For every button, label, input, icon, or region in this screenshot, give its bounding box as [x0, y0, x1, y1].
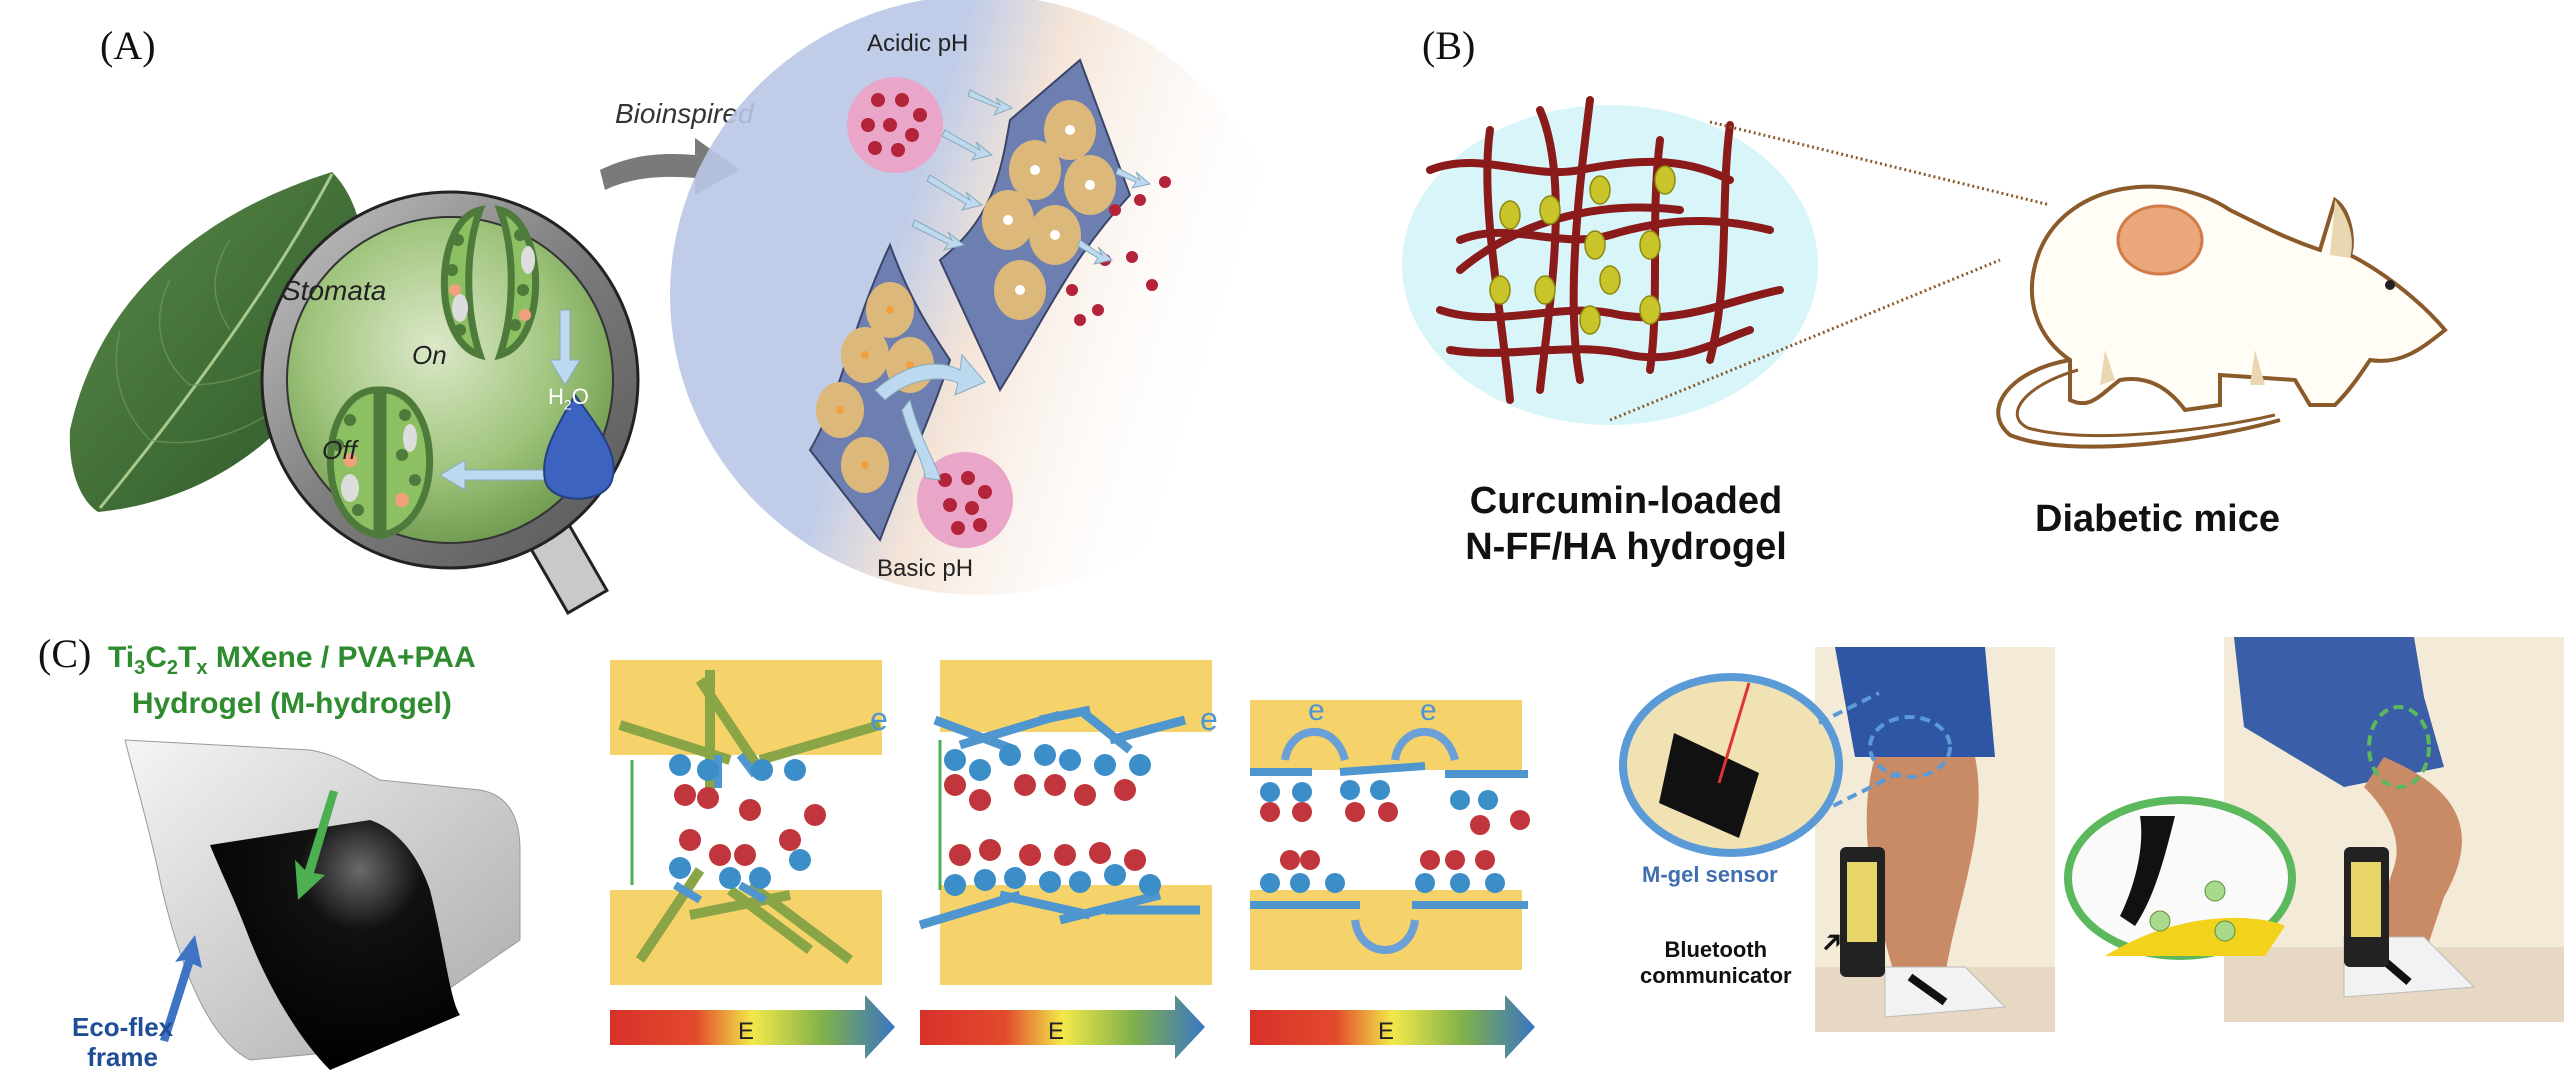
anions: [669, 754, 811, 889]
electron-label-3: e: [1308, 694, 1325, 727]
ecoflex-arrow: [160, 935, 202, 1042]
efield-label-1: E: [738, 1018, 754, 1045]
water-formula-label: H2O: [548, 384, 589, 412]
stomata-label: Stomata: [282, 275, 387, 306]
bluetooth-label: Bluetooth communicator: [1640, 937, 1792, 989]
panel-c-label: (C): [38, 631, 92, 676]
acidic-ph-label: Acidic pH: [867, 30, 969, 57]
ph-responsive-scene: [670, 0, 1290, 595]
electron-label-1: e: [870, 701, 888, 737]
title-subx: x: [196, 657, 208, 679]
hydrogel-label-line2: N-FF/HA hydrogel: [1465, 526, 1787, 568]
diabetic-mice-label: Diabetic mice: [2035, 498, 2280, 540]
sensor-zoom-circle-green: [2064, 796, 2296, 960]
mxene-title-line1: Ti3C2Tx MXene / PVA+PAA: [108, 640, 476, 686]
ecoflex-label: Eco-flex frame: [72, 1012, 173, 1072]
efield-arrow-2: [920, 995, 1205, 1059]
arrow-open-to-water: [549, 309, 581, 386]
mouse-body: [2030, 184, 2448, 413]
water-h: H: [548, 384, 564, 409]
mhydrogel-arrow: [295, 790, 338, 900]
drug-reservoir-acidic: [847, 77, 943, 173]
hydrogel-label-line1: Curcumin-loaded: [1469, 480, 1783, 522]
mgel-sensor-label: M-gel sensor: [1642, 862, 1778, 887]
title-ti: Ti: [108, 641, 135, 674]
title-sub2: 2: [166, 657, 179, 679]
bluetooth-label-line1: Bluetooth: [1664, 937, 1768, 962]
stomata-on-label: On: [412, 340, 447, 370]
stomata-closed: [326, 386, 434, 540]
ecoflex-label-line2: frame: [87, 1042, 158, 1072]
cations: [674, 784, 826, 866]
title-t: T: [178, 641, 197, 674]
panel-b-label: (B): [1422, 23, 1476, 68]
mhydrogel-film: [210, 820, 460, 1070]
hydrogel-label: Curcumin-loaded N-FF/HA hydrogel: [1416, 478, 1836, 570]
electron-label-4: e: [1420, 694, 1437, 727]
title-sub3: 3: [134, 657, 146, 679]
title-rest: MXene / PVA+PAA: [207, 641, 476, 674]
electron-label-2: e: [1200, 701, 1218, 737]
sensor-zoom-circle-blue: [1619, 673, 1900, 857]
panel-a-label: (A): [100, 23, 156, 68]
drug-reservoir-basic: [917, 452, 1013, 548]
mechanism-diagram-3: e e: [1250, 694, 1530, 970]
mxene-hydrogel-title: Ti3C2Tx MXene / PVA+PAA Hydrogel (M-hydr…: [108, 640, 476, 722]
mechanism-diagram-2: e: [918, 660, 1218, 985]
curcumin-particles: [1489, 165, 1676, 335]
mxene-title-line2: Hydrogel (M-hydrogel): [131, 687, 452, 720]
zoom-dotted-lines: [1609, 120, 2051, 422]
water-drop-icon: [543, 393, 615, 500]
water-sub: 2: [563, 396, 572, 413]
hydrogel-network: [1402, 96, 1818, 425]
stomata-off-label: Off: [322, 435, 357, 465]
mechanism-diagram-1: e: [610, 660, 888, 985]
mouse-ear: [2330, 200, 2352, 258]
leaf-illustration: [69, 172, 364, 512]
basic-ph-label: Basic pH: [877, 555, 974, 582]
efield-label-3: E: [1378, 1018, 1394, 1045]
magnifier-illustration: [260, 190, 640, 616]
leaf-blade: [69, 172, 364, 512]
mhydrogel-device: [124, 739, 521, 1070]
title-c: C: [145, 641, 167, 674]
mouse-eye: [2385, 280, 2395, 290]
stomata-open: [440, 205, 540, 361]
wound-site: [2116, 204, 2204, 276]
leg-photo-standing: [1815, 647, 2055, 1032]
efield-arrow-1: [610, 995, 895, 1059]
efield-arrows: E E E: [610, 995, 1535, 1059]
mouse-illustration: [1996, 184, 2448, 449]
efield-arrow-3: [1250, 995, 1535, 1059]
ecoflex-label-line1: Eco-flex: [72, 1012, 174, 1042]
leg-photo-squatting: [2224, 637, 2564, 1022]
mouse-tail: [1996, 358, 2281, 449]
efield-label-2: E: [1048, 1018, 1064, 1045]
water-o: O: [571, 384, 589, 409]
membrane-acidic: [938, 58, 1132, 393]
flow-arrows: [874, 89, 1152, 481]
leaf-midrib: [98, 173, 334, 509]
bluetooth-label-line2: communicator: [1640, 963, 1792, 988]
